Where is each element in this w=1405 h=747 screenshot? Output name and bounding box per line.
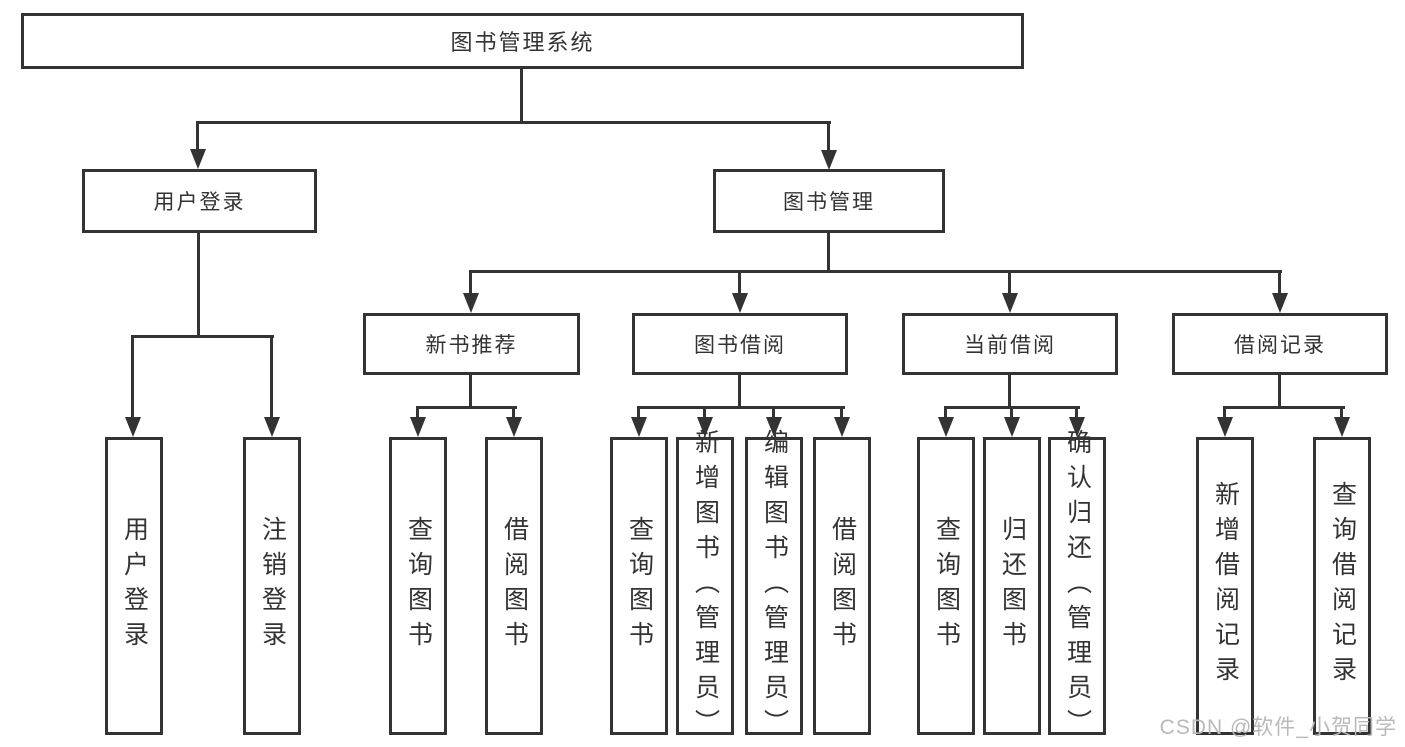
leaf-borrowing-edit-book-admin: 编辑图书（管理员） (745, 429, 803, 744)
leaf-borrowing-borrow-book-label: 借阅图书 (828, 516, 857, 656)
arrow-down-icon (938, 417, 954, 437)
leaf-recommend-borrow-book: 借阅图书 (485, 437, 543, 735)
connector-hline (637, 406, 845, 409)
node-book-management: 图书管理 (713, 169, 945, 233)
arrow-down-icon (125, 417, 141, 437)
leaf-borrowing-query-book: 查询图书 (610, 437, 668, 735)
leaf-borrowing-add-book-admin: 新增图书（管理员） (676, 429, 734, 744)
connector-vline (416, 406, 419, 419)
connector-vline (131, 335, 134, 419)
leaf-borrowing-borrow-book: 借阅图书 (813, 437, 871, 735)
arrow-down-icon (1069, 417, 1085, 437)
connector-vline (520, 69, 523, 123)
connector-hline (131, 335, 274, 338)
arrow-down-icon (631, 417, 647, 437)
node-book-borrowing: 图书借阅 (632, 313, 848, 375)
leaf-borrowing-query-book-label: 查询图书 (625, 516, 654, 656)
node-user-login-label: 用户登录 (153, 191, 246, 214)
leaf-recommend-query-book: 查询图书 (389, 437, 447, 735)
leaf-records-add-borrow-record: 新增借阅记录 (1196, 437, 1254, 735)
arrow-down-icon (1004, 417, 1020, 437)
node-book-borrowing-label: 图书借阅 (694, 334, 786, 357)
arrow-down-icon (766, 417, 782, 437)
connector-vline (827, 233, 830, 272)
leaf-recommend-query-book-label: 查询图书 (404, 516, 433, 656)
connector-vline (772, 406, 775, 419)
connector-vline (840, 406, 843, 419)
connector-vline (703, 406, 706, 419)
leaf-current-query-book-label: 查询图书 (932, 516, 961, 656)
leaf-current-return-book: 归还图书 (983, 437, 1041, 735)
leaf-recommend-borrow-book-label: 借阅图书 (500, 516, 529, 656)
leaf-user-login: 用户登录 (105, 437, 163, 735)
leaf-current-return-book-label: 归还图书 (998, 516, 1027, 656)
leaf-current-confirm-return-admin: 确认归还（管理员） (1048, 429, 1106, 744)
connector-vline (197, 233, 200, 337)
connector-hline (416, 406, 517, 409)
node-user-login: 用户登录 (82, 169, 317, 233)
arrow-down-icon (410, 417, 426, 437)
node-borrowing-records-label: 借阅记录 (1234, 334, 1326, 357)
connector-vline (1075, 406, 1078, 419)
arrow-down-icon (1334, 417, 1350, 437)
connector-hline (469, 270, 1282, 273)
leaf-borrowing-add-book-admin-label: 新增图书（管理员） (691, 428, 720, 744)
node-current-borrowing-label: 当前借阅 (964, 334, 1056, 357)
connector-vline (827, 121, 830, 153)
arrow-down-icon (821, 150, 837, 170)
connector-vline (944, 406, 947, 419)
connector-vline (469, 375, 472, 408)
node-new-book-recommendation: 新书推荐 (363, 313, 580, 375)
connector-vline (637, 406, 640, 419)
arrow-down-icon (1002, 293, 1018, 313)
csdn-watermark: CSDN @软件_小贺同学 (1159, 716, 1397, 739)
arrow-down-icon (190, 149, 206, 169)
connector-vline (196, 121, 199, 153)
connector-vline (1008, 270, 1011, 296)
connector-vline (1010, 406, 1013, 419)
node-library-system: 图书管理系统 (21, 13, 1024, 69)
node-book-management-label: 图书管理 (783, 191, 875, 214)
leaf-current-query-book: 查询图书 (917, 437, 975, 735)
node-borrowing-records: 借阅记录 (1172, 313, 1388, 375)
leaf-records-query-borrow-record: 查询借阅记录 (1313, 437, 1371, 735)
arrow-down-icon (463, 293, 479, 313)
connector-vline (1278, 375, 1281, 408)
leaf-records-add-borrow-record-label: 新增借阅记录 (1211, 481, 1240, 691)
connector-hline (197, 121, 831, 124)
arrow-down-icon (1272, 293, 1288, 313)
arrow-down-icon (264, 417, 280, 437)
connector-vline (1340, 406, 1343, 419)
connector-vline (1278, 270, 1281, 296)
connector-vline (512, 406, 515, 419)
connector-vline (469, 270, 472, 296)
arrow-down-icon (697, 417, 713, 437)
connector-hline (1223, 406, 1345, 409)
connector-vline (738, 270, 741, 296)
leaf-borrowing-edit-book-admin-label: 编辑图书（管理员） (760, 428, 789, 744)
connector-vline (738, 375, 741, 408)
node-current-borrowing: 当前借阅 (902, 313, 1118, 375)
arrow-down-icon (1217, 417, 1233, 437)
connector-vline (1223, 406, 1226, 419)
leaf-logout: 注销登录 (243, 437, 301, 735)
connector-vline (1008, 375, 1011, 408)
arrow-down-icon (506, 417, 522, 437)
arrow-down-icon (834, 417, 850, 437)
connector-vline (270, 335, 273, 419)
leaf-current-confirm-return-admin-label: 确认归还（管理员） (1063, 428, 1092, 744)
node-new-book-recommendation-label: 新书推荐 (425, 334, 518, 357)
leaf-records-query-borrow-record-label: 查询借阅记录 (1328, 481, 1357, 691)
leaf-user-login-label: 用户登录 (120, 516, 149, 656)
node-library-system-label: 图书管理系统 (450, 30, 595, 55)
arrow-down-icon (732, 293, 748, 313)
leaf-logout-label: 注销登录 (258, 516, 287, 656)
